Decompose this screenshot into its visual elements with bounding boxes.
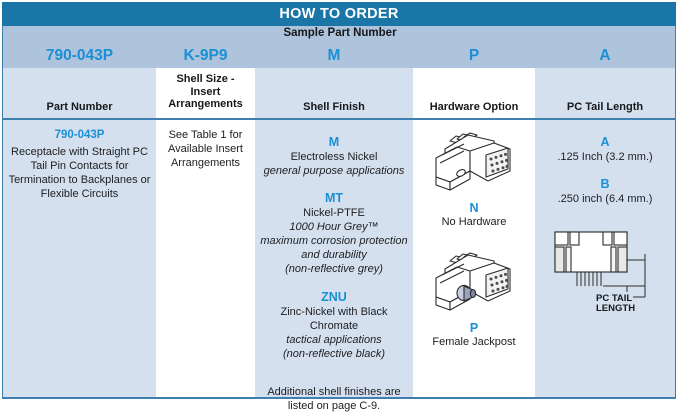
shell-finish-note-mt-3: (non-reflective grey) xyxy=(285,263,383,276)
shell-finish-note-znu-1: tactical applications xyxy=(286,333,382,346)
sample-part-segment-3: M xyxy=(327,46,341,64)
sample-part-number-band: Sample Part Number 790-043P K-9P9 M P A xyxy=(2,26,676,68)
part-number-code: 790-043P xyxy=(54,129,105,141)
shell-finish-code-mt: MT xyxy=(324,191,344,206)
shell-finish-name-mt: Nickel-PTFE xyxy=(303,207,365,220)
sample-part-number-label: Sample Part Number xyxy=(283,27,397,39)
cell-shell-finish: M Electroless Nickel general purpose app… xyxy=(255,120,413,412)
pc-tail-label-b: .250 inch (6.4 mm.) xyxy=(557,193,653,206)
column-header-shell-size: Shell Size - Insert Arrangements xyxy=(156,68,255,118)
hardware-option-code-p: P xyxy=(469,320,479,335)
column-header-shell-finish: Shell Finish xyxy=(255,68,413,118)
pc-tail-length-diagram-icon: PC TAIL LENGTH xyxy=(540,224,670,316)
sample-part-number-values: 790-043P K-9P9 M P A xyxy=(3,43,677,68)
cell-part-number: 790-043P Receptacle with Straight PC Tai… xyxy=(3,120,156,397)
shell-size-note: See Table 1 for Available Insert Arrange… xyxy=(167,129,243,170)
page-title: HOW TO ORDER xyxy=(2,2,676,26)
hardware-option-code-n: N xyxy=(469,201,479,215)
shell-finish-note-mt-2: maximum corrosion protection and durabil… xyxy=(260,235,408,262)
cell-shell-size: See Table 1 for Available Insert Arrange… xyxy=(156,120,255,397)
hardware-option-label-p: Female Jackpost xyxy=(432,335,516,348)
column-header-part-number: Part Number xyxy=(3,68,156,118)
pc-tail-code-b: B xyxy=(600,177,610,192)
sample-part-segment-4: P xyxy=(468,46,480,64)
sample-part-segment-1: 790-043P xyxy=(45,46,114,64)
table-body-row: 790-043P Receptacle with Straight PC Tai… xyxy=(2,120,676,412)
part-number-description: Receptacle with Straight PC Tail Pin Con… xyxy=(8,145,151,200)
connector-no-hardware-icon xyxy=(418,126,530,200)
column-header-pc-tail-length: PC Tail Length xyxy=(535,68,675,118)
shell-finish-note-mt-1: 1000 Hour Grey™ xyxy=(289,221,379,234)
connector-female-jackpost-icon xyxy=(418,246,530,320)
shell-finish-code-znu: ZNU xyxy=(321,289,347,304)
hardware-option-n: N No Hardware xyxy=(418,126,530,230)
sample-part-segment-5: A xyxy=(599,46,611,64)
pc-tail-label-a: .125 Inch (3.2 mm.) xyxy=(557,151,653,163)
cell-hardware-option: N No Hardware xyxy=(413,120,535,397)
pc-tail-code-a: A xyxy=(600,135,610,149)
cell-pc-tail-length: A .125 Inch (3.2 mm.) B .250 inch (6.4 m… xyxy=(535,120,675,397)
shell-finish-footnote: Additional shell finishes are listed on … xyxy=(267,385,401,412)
hardware-option-p: P Female Jackpost xyxy=(418,246,530,350)
shell-finish-name-m: Electroless Nickel xyxy=(290,151,378,163)
hardware-option-label-n: No Hardware xyxy=(441,216,507,228)
shell-finish-name-znu: Zinc-Nickel with Black Chromate xyxy=(280,305,388,332)
sample-part-segment-2: K-9P9 xyxy=(183,46,228,64)
svg-text:LENGTH: LENGTH xyxy=(596,303,635,314)
shell-finish-code-m: M xyxy=(328,135,340,149)
svg-text:PC TAIL: PC TAIL xyxy=(596,293,632,304)
shell-finish-note-znu-2: (non-reflective black) xyxy=(282,347,386,360)
shell-finish-note-m-1: general purpose applications xyxy=(263,165,405,178)
column-header-row: Part Number Shell Size - Insert Arrangem… xyxy=(2,68,676,120)
column-header-hardware-option: Hardware Option xyxy=(413,68,535,118)
